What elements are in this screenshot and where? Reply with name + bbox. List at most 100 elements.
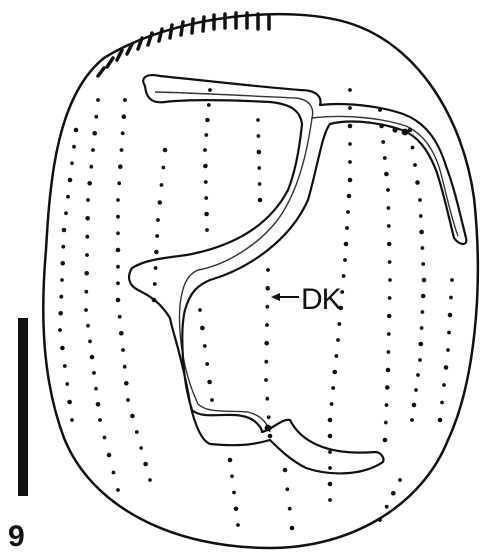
kinety-dot (344, 242, 349, 247)
kinety-dot (119, 331, 124, 336)
kinety-dot (381, 140, 385, 144)
kinety-dot (340, 290, 344, 294)
kinety-dot (116, 265, 120, 269)
kinety-dot (94, 115, 98, 119)
kinety-dot (421, 262, 425, 266)
kinety-dot (96, 98, 100, 102)
kinety-dot (328, 434, 333, 439)
kinety-dot (89, 165, 93, 169)
kinety-dot (348, 142, 352, 146)
kinety-dot (204, 133, 208, 137)
kinety-dot (328, 466, 332, 470)
kinety-dot (348, 178, 353, 183)
kinety-dot (388, 260, 392, 264)
kinety-dot (438, 418, 443, 423)
kinety-dot (419, 214, 423, 218)
kinety-dot (419, 342, 424, 347)
kinety-dot (126, 398, 130, 402)
kinety-dot (384, 421, 388, 425)
kinety-dot (123, 98, 127, 102)
kinety-dot (88, 340, 92, 344)
kinety-dot (387, 224, 391, 228)
kinety-dot (264, 341, 269, 346)
kinety-dot (230, 474, 234, 478)
kinety-dot (92, 371, 96, 375)
kinety-dot (265, 397, 269, 401)
kinety-dot (328, 418, 333, 423)
kinety-dot (398, 478, 402, 482)
kinety-dot (338, 322, 342, 326)
kinety-dot (70, 418, 74, 422)
kinety-dot (92, 131, 97, 136)
kinety-dot (85, 235, 89, 239)
kinety-dot (288, 507, 292, 511)
kinety-dot (265, 425, 272, 432)
kinety-dot (348, 106, 352, 110)
kinety-dot (383, 438, 388, 443)
kinety-dot (67, 400, 72, 405)
kinety-dot (387, 314, 392, 319)
kinety-dot (203, 148, 207, 152)
kinety-dot (258, 198, 263, 203)
kinety-dot (94, 387, 98, 391)
kinety-dot (385, 385, 390, 390)
kinety-dot (343, 258, 347, 262)
kinety-dot (258, 182, 262, 186)
kinety-dot (421, 294, 426, 299)
kinety-dot (290, 526, 295, 531)
kinety-dot (392, 127, 397, 132)
kinety-dot (148, 478, 152, 482)
kinety-dot (60, 261, 65, 266)
kinety-dot (85, 216, 90, 221)
kinety-dot (58, 311, 63, 316)
kinety-dot (440, 401, 444, 405)
kinety-dot (70, 161, 74, 165)
kinety-dot (328, 498, 332, 502)
kinety-dot (120, 148, 124, 152)
kinety-dot (155, 234, 159, 238)
kinety-dot (345, 226, 349, 230)
kinety-dot (442, 383, 446, 387)
kinety-dot (256, 118, 260, 122)
kinety-dot (143, 462, 148, 467)
kinety-dot (336, 338, 340, 342)
kinety-dot (265, 305, 269, 309)
kinety-dot (154, 250, 159, 255)
kinety-dot (330, 402, 334, 406)
kinety-dot (118, 164, 123, 169)
kinety-dot (208, 88, 212, 92)
kinety-dot (378, 518, 382, 522)
kinety-dot (117, 181, 121, 185)
kinety-dot (204, 212, 209, 217)
kinety-dot (116, 198, 120, 202)
kinety-dot (333, 370, 338, 375)
kinety-dot (413, 163, 417, 167)
oral-ribbon-inner-line (155, 92, 458, 432)
kinety-dot (346, 210, 350, 214)
kinety-dot (236, 523, 240, 527)
kinety-dot (63, 364, 67, 368)
kinety-dot (96, 402, 101, 407)
kinety-dot (86, 198, 90, 202)
kinety-dot (61, 245, 65, 249)
kinety-dot (210, 398, 214, 402)
kinety-dot (266, 268, 270, 272)
kinety-dot (331, 386, 335, 390)
kinety-dot (232, 491, 236, 495)
kinety-dot (387, 332, 391, 336)
kinety-dot (74, 128, 79, 133)
kinety-dot (415, 180, 420, 185)
kinety-dot (121, 131, 125, 135)
kinety-dot (116, 298, 121, 303)
kinety-dot (68, 178, 73, 183)
kinety-dot (135, 430, 139, 434)
kinety-dot (335, 354, 339, 358)
kinety-dot (103, 436, 107, 440)
kinety-dot (163, 148, 168, 153)
kinety-dot (205, 228, 209, 232)
kinety-dot (265, 286, 270, 291)
kinety-dot (59, 295, 63, 299)
kinety-dot (444, 365, 449, 370)
